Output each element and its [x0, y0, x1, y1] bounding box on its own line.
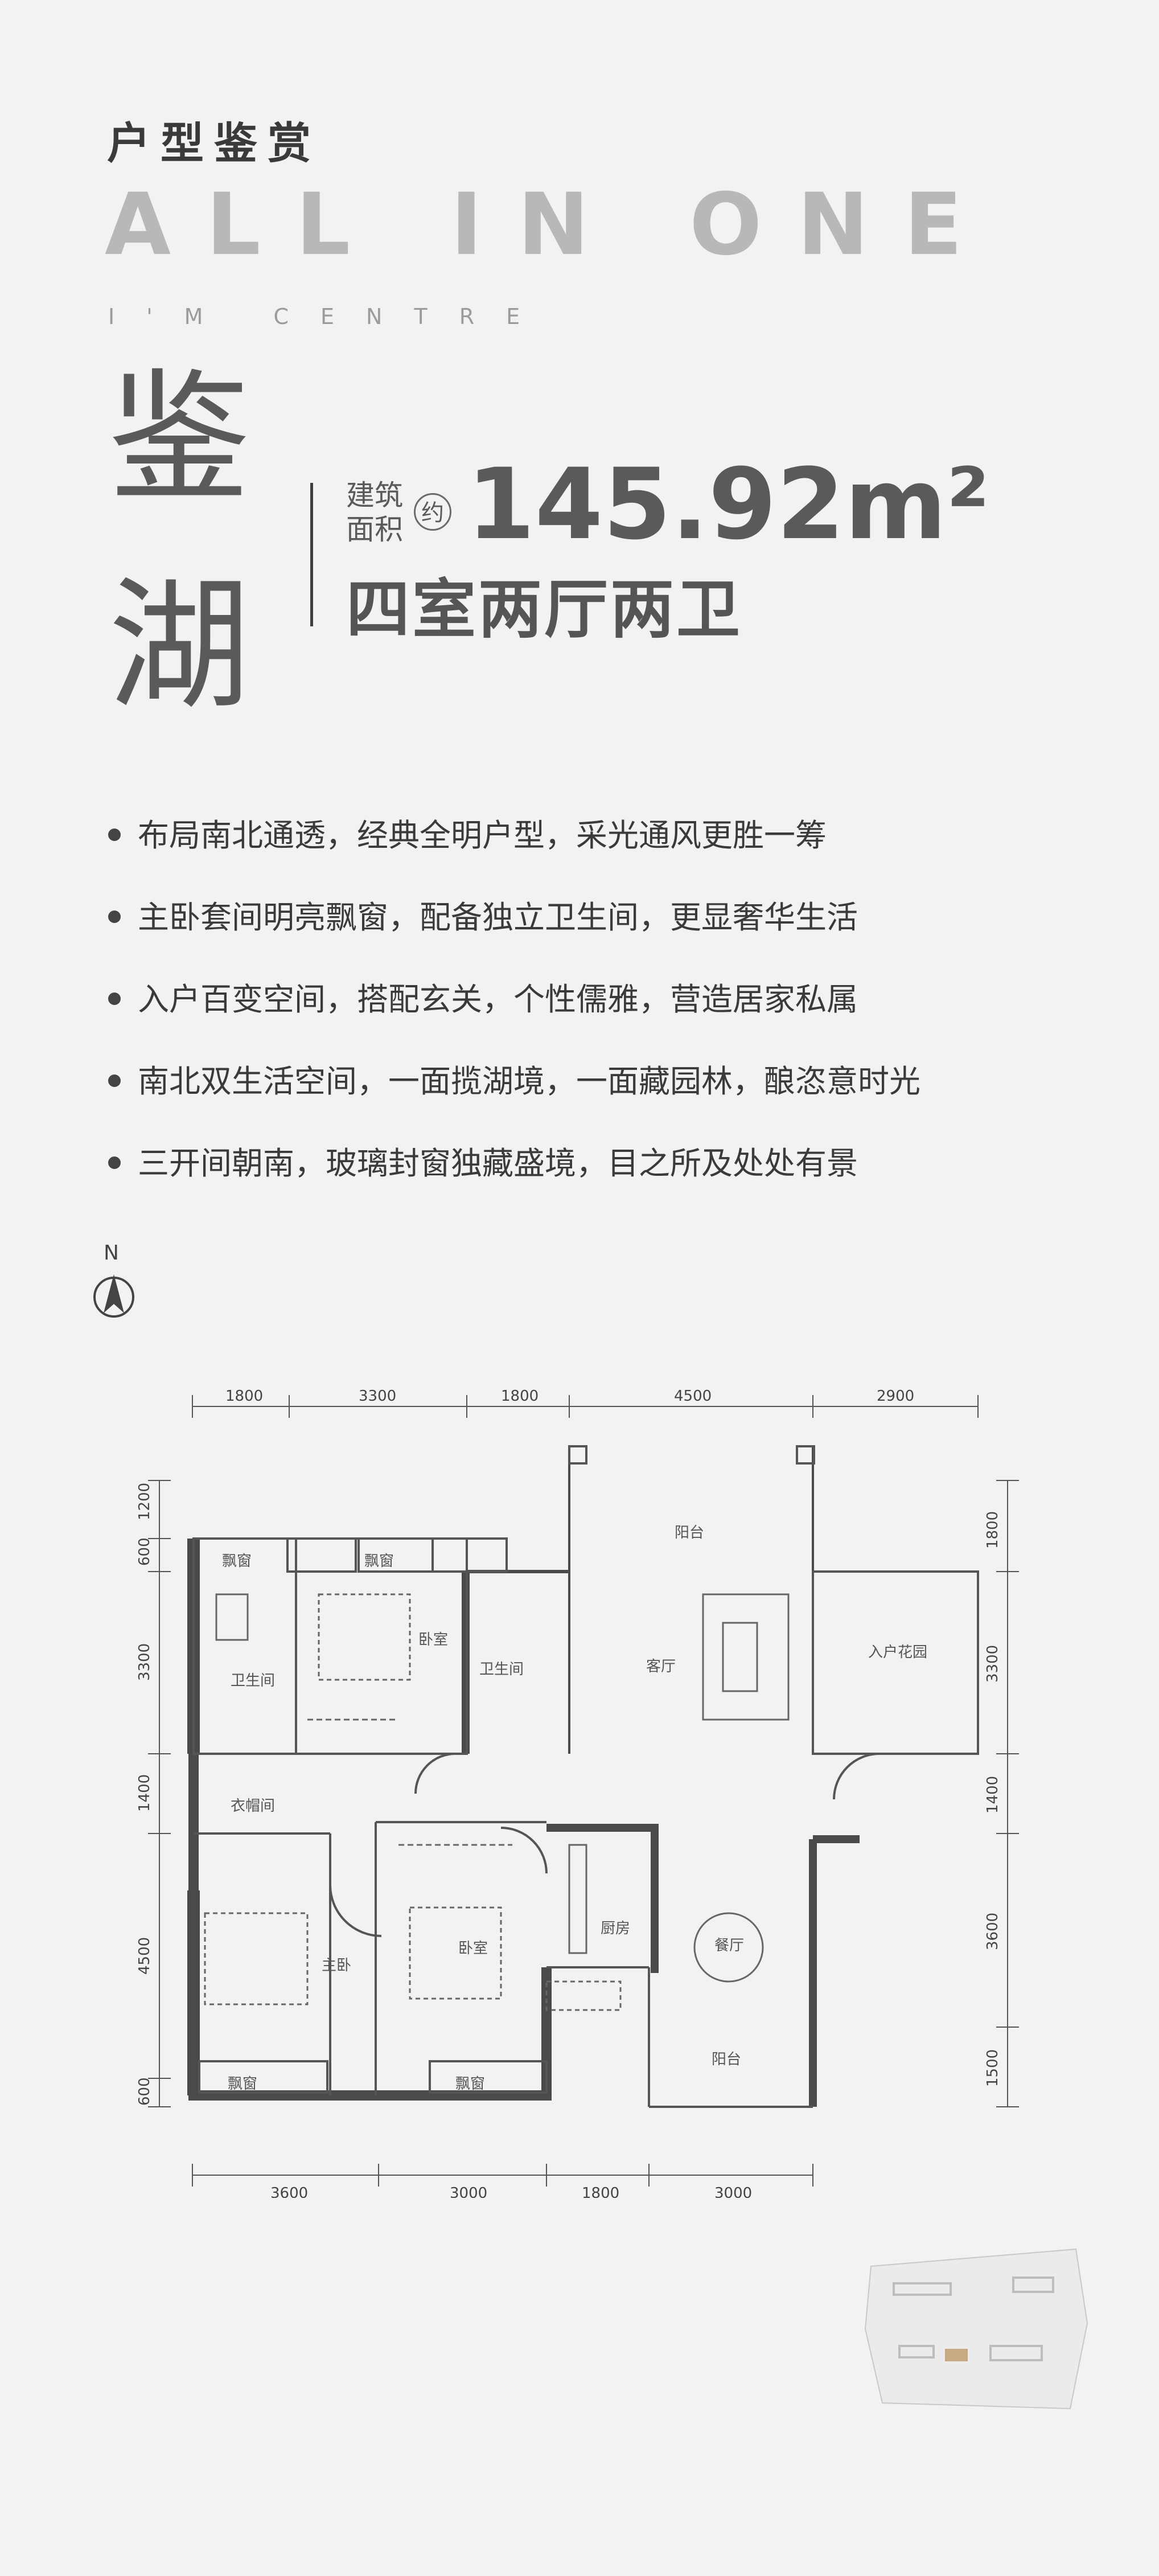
layout-type: 四室两厅两卫	[346, 573, 742, 647]
dim-top-5: 2900	[877, 1388, 914, 1405]
room-kitchen: 厨房	[601, 1920, 630, 1937]
approx-badge: 约	[414, 493, 451, 531]
dim-bottom-1: 3600	[270, 2185, 308, 2198]
feature-item: 南北双生活空间，一面揽湖境，一面藏园林，酿恣意时光	[107, 1040, 920, 1122]
dim-right-5: 1500	[984, 2049, 1001, 2087]
room-bay-window-4: 飘窗	[455, 2075, 485, 2093]
room-bathroom-2: 卫生间	[479, 1661, 524, 1678]
room-bedroom-2: 卧室	[458, 1940, 488, 1957]
unit-name-char-1: 鉴	[108, 355, 250, 521]
room-master-bedroom: 主卧	[322, 1957, 351, 1974]
dim-left-4: 1400	[136, 1774, 153, 1812]
room-entry-garden: 入户花园	[868, 1644, 927, 1661]
dim-right-4: 3600	[984, 1913, 1001, 1950]
feature-list: 布局南北通透，经典全明户型，采光通风更胜一筹 主卧套间明亮飘窗，配备独立卫生间，…	[107, 794, 920, 1204]
dimension-right	[996, 1480, 1019, 2107]
headline: ALL IN ONE	[105, 175, 998, 274]
dimension-top	[192, 1395, 979, 1418]
room-bathroom-1: 卫生间	[231, 1672, 275, 1689]
feature-item: 布局南北通透，经典全明户型，采光通风更胜一筹	[107, 794, 920, 876]
dim-top-4: 4500	[674, 1388, 712, 1405]
area-value: 145.92m²	[467, 447, 990, 561]
feature-item: 主卧套间明亮飘窗，配备独立卫生间，更显奢华生活	[107, 876, 920, 958]
floor-plan: 1800 3300 1800 4500 2900 3600 3000 1800 …	[136, 1388, 1019, 2198]
dim-right-2: 3300	[984, 1645, 1001, 1683]
dim-left-1: 1200	[136, 1483, 153, 1520]
dim-right-3: 1400	[984, 1776, 1001, 1814]
feature-item: 三开间朝南，玻璃封窗独藏盛境，目之所及处处有景	[107, 1122, 920, 1204]
site-map	[864, 2248, 1088, 2410]
compass-north-label: N	[104, 1241, 119, 1265]
room-living-room: 客厅	[646, 1658, 676, 1675]
dim-bottom-4: 3000	[714, 2185, 752, 2198]
compass-icon	[93, 1274, 134, 1318]
room-balcony-north: 阳台	[675, 1524, 704, 1541]
interior-lines	[192, 1445, 979, 2108]
unit-name-char-2: 湖	[108, 563, 250, 729]
dim-left-5: 4500	[136, 1937, 153, 1975]
area-label: 建筑面积	[346, 479, 403, 546]
dim-left-2: 600	[136, 1537, 153, 1566]
room-bedroom-1: 卧室	[418, 1631, 448, 1648]
page-kicker: 户型鉴赏	[107, 118, 321, 169]
dim-left-6: 600	[136, 2077, 153, 2106]
dim-left-3: 3300	[136, 1643, 153, 1681]
room-balcony-south: 阳台	[712, 2051, 741, 2068]
room-bay-window-1: 飘窗	[222, 1553, 252, 1570]
room-dining-room: 餐厅	[714, 1937, 744, 1954]
dim-bottom-3: 1800	[582, 2185, 619, 2198]
dimension-left	[148, 1480, 171, 2107]
room-bay-window-2: 飘窗	[364, 1553, 394, 1570]
dim-bottom-2: 3000	[450, 2185, 487, 2198]
dimension-bottom	[192, 2164, 813, 2187]
feature-item: 入户百变空间，搭配玄关，个性儒雅，营造居家私属	[107, 958, 920, 1040]
walls	[187, 1446, 860, 2107]
dim-top-3: 1800	[501, 1388, 539, 1405]
dim-right-1: 1800	[984, 1511, 1001, 1549]
subline: I'M CENTRE	[108, 304, 552, 329]
room-closet: 衣帽间	[231, 1798, 275, 1815]
unit-highlight	[945, 2349, 968, 2361]
dim-top-1: 1800	[225, 1388, 263, 1405]
room-bay-window-3: 飘窗	[228, 2075, 257, 2093]
divider-line	[310, 483, 313, 626]
dim-top-2: 3300	[359, 1388, 396, 1405]
furniture	[204, 1593, 790, 2011]
